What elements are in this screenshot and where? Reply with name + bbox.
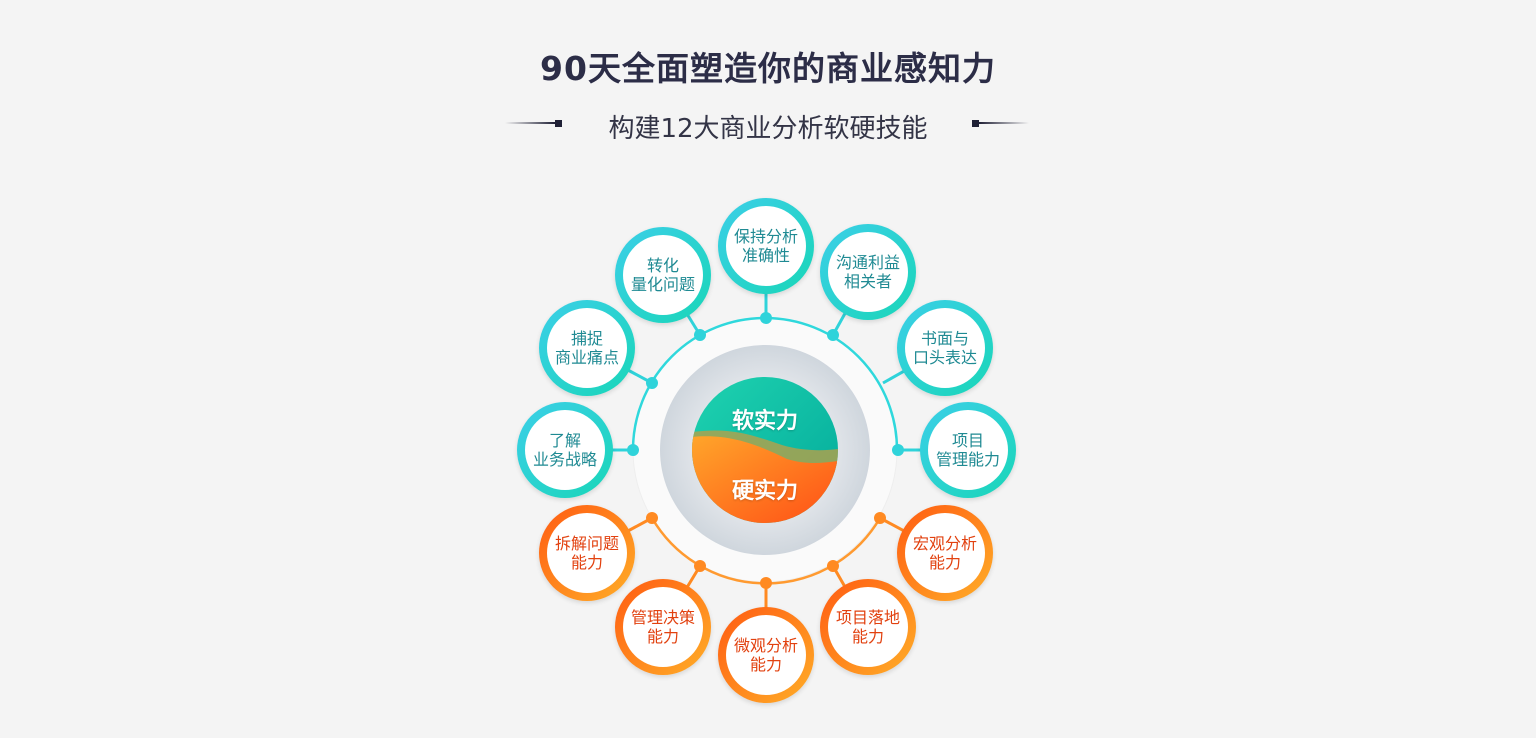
skill-line-2: 能力 (570, 553, 603, 572)
hard-skill-node: 拆解问题能力 (539, 505, 635, 601)
soft-skill-node: 了解业务战略 (517, 402, 613, 498)
soft-dot (827, 329, 839, 341)
skill-line-1: 转化 (646, 256, 679, 275)
hard-skill-node: 宏观分析能力 (897, 505, 993, 601)
skill-line-2: 量化问题 (630, 275, 695, 294)
hard-skill-node: 微观分析能力 (718, 607, 814, 703)
skill-line-2: 能力 (851, 627, 884, 646)
skill-line-1: 了解 (548, 431, 581, 450)
subtitle: 构建12大商业分析软硬技能 (608, 114, 928, 144)
skill-line-2: 相关者 (843, 272, 892, 291)
skill-line-2: 能力 (928, 553, 961, 572)
hard-dot (874, 512, 886, 524)
soft-skill-node: 项目管理能力 (920, 402, 1016, 498)
hard-dot (694, 560, 706, 572)
core-circle: 软实力 硬实力 (692, 377, 838, 523)
hard-dot (646, 512, 658, 524)
skill-line-1: 宏观分析 (912, 534, 977, 553)
skill-line-2: 管理能力 (935, 450, 1000, 469)
soft-skill-node: 沟通利益相关者 (820, 224, 916, 320)
soft-dot (627, 444, 639, 456)
hard-skill-node: 项目落地能力 (820, 579, 916, 675)
soft-dot (760, 312, 772, 324)
soft-dot (646, 377, 658, 389)
divider-square-left (555, 120, 562, 127)
soft-skill-node: 捕捉商业痛点 (539, 300, 635, 396)
soft-power-label: 软实力 (731, 409, 798, 434)
skill-line-1: 书面与 (920, 329, 969, 348)
soft-dot (694, 329, 706, 341)
soft-skill-node: 转化量化问题 (615, 227, 711, 323)
divider-left (505, 122, 555, 124)
skill-line-1: 管理决策 (630, 608, 695, 627)
soft-skill-node: 保持分析准确性 (718, 198, 814, 294)
skill-line-1: 拆解问题 (554, 534, 619, 553)
skill-line-2: 能力 (749, 655, 782, 674)
skill-line-1: 项目 (951, 431, 984, 450)
page-title: 90天全面塑造你的商业感知力 (540, 49, 996, 88)
soft-skill-node: 书面与口头表达 (897, 300, 993, 396)
skill-line-2: 准确性 (741, 246, 790, 265)
hard-skill-node: 管理决策能力 (615, 579, 711, 675)
divider-right (979, 122, 1029, 124)
skill-line-2: 业务战略 (532, 450, 597, 469)
skill-line-1: 捕捉 (570, 329, 603, 348)
skill-line-2: 商业痛点 (554, 348, 619, 367)
skill-line-1: 保持分析 (733, 227, 798, 246)
skill-line-1: 微观分析 (733, 636, 798, 655)
skill-line-2: 能力 (646, 627, 679, 646)
hard-dot (760, 577, 772, 589)
divider-square-right (972, 120, 979, 127)
hard-dot (827, 560, 839, 572)
skill-line-1: 沟通利益 (835, 253, 900, 272)
hard-power-label: 硬实力 (731, 479, 798, 504)
soft-dot (892, 444, 904, 456)
skill-line-1: 项目落地 (835, 608, 900, 627)
skill-line-2: 口头表达 (912, 348, 977, 367)
